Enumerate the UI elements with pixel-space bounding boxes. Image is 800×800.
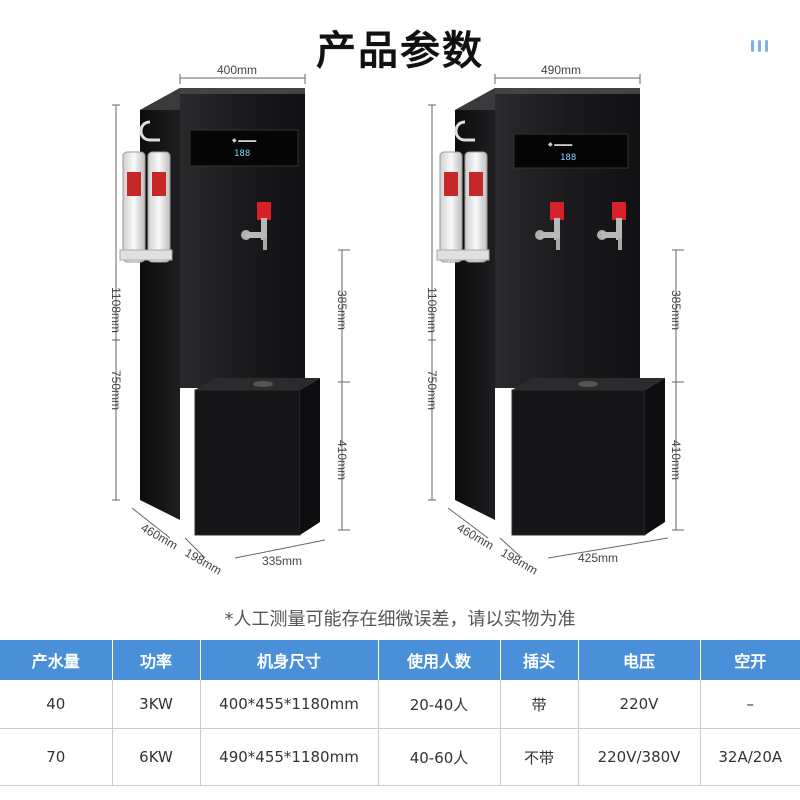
left-height-total: 1108mm xyxy=(109,287,123,333)
table-cell: 20-40人 xyxy=(378,680,501,729)
right-width-label: 490mm xyxy=(541,63,581,77)
table-cell: 6KW xyxy=(112,728,201,786)
table-header: 电压 xyxy=(578,640,701,680)
table-header: 功率 xyxy=(112,640,201,680)
left-filter-icon xyxy=(119,120,173,263)
right-tap-icon-2 xyxy=(597,202,626,250)
left-cabinet-depth: 198mm xyxy=(183,545,225,577)
left-width-label: 400mm xyxy=(217,63,257,77)
left-tap-height: 385mm xyxy=(335,290,349,330)
table-cell: 40 xyxy=(0,680,113,729)
right-height-total: 1108mm xyxy=(425,287,439,333)
table-cell: – xyxy=(700,680,800,729)
svg-text:188: 188 xyxy=(234,149,250,159)
right-cabinet xyxy=(511,389,646,536)
table-header: 空开 xyxy=(700,640,800,680)
product-diagram: ◆ ▬▬▬ 188 400mm 1108 xyxy=(0,60,800,600)
table-cell: 不带 xyxy=(500,728,579,786)
left-display xyxy=(189,129,299,167)
table-cell: 3KW xyxy=(112,680,201,729)
table-header-row: 产水量 功率 机身尺寸 使用人数 插头 电压 空开 xyxy=(0,640,800,680)
right-cabinet-width: 425mm xyxy=(578,551,618,565)
right-depth: 460mm xyxy=(455,520,497,552)
left-tap-icon xyxy=(241,202,271,250)
right-display xyxy=(513,133,629,169)
left-cabinet xyxy=(194,389,301,536)
measurement-note: *人工测量可能存在细微误差，请以实物为准 xyxy=(224,609,576,630)
table-cell: 70 xyxy=(0,728,113,786)
table-cell: 400*455*1180mm xyxy=(200,680,379,729)
svg-text:◆ ▬▬▬: ◆ ▬▬▬ xyxy=(548,142,572,148)
left-depth: 460mm xyxy=(139,520,181,552)
right-height-lower: 750mm xyxy=(425,370,439,410)
spec-table: 产水量 功率 机身尺寸 使用人数 插头 电压 空开 40 3KW 400*455… xyxy=(0,640,800,786)
right-filter-icon xyxy=(436,120,490,263)
left-unit: ◆ ▬▬▬ 188 400mm 1108 xyxy=(109,63,350,578)
right-cabinet-height: 410mm xyxy=(669,440,683,480)
table-cell: 220V/380V xyxy=(578,728,701,786)
table-cell: 32A/20A xyxy=(700,728,800,786)
svg-text:188: 188 xyxy=(560,153,576,163)
table-cell: 40-60人 xyxy=(378,728,501,786)
table-cell: 带 xyxy=(500,680,579,729)
table-header: 机身尺寸 xyxy=(200,640,379,680)
decorative-bars xyxy=(751,40,768,52)
table-cell: 220V xyxy=(578,680,701,729)
left-cabinet-width: 335mm xyxy=(262,554,302,568)
right-unit: ◆ ▬▬▬ 188 490mm xyxy=(425,63,684,578)
svg-text:◆ ▬▬▬: ◆ ▬▬▬ xyxy=(232,138,256,144)
right-cabinet-depth: 198mm xyxy=(499,545,541,577)
table-row: 70 6KW 490*455*1180mm 40-60人 不带 220V/380… xyxy=(0,728,800,786)
page-title: 产品参数 xyxy=(316,28,484,74)
table-header: 插头 xyxy=(500,640,579,680)
left-height-lower: 750mm xyxy=(109,370,123,410)
right-tap-icon-1 xyxy=(535,202,564,250)
left-cabinet-height: 410mm xyxy=(335,440,349,480)
table-header: 使用人数 xyxy=(378,640,501,680)
table-cell: 490*455*1180mm xyxy=(200,728,379,786)
right-tap-height: 385mm xyxy=(669,290,683,330)
table-row: 40 3KW 400*455*1180mm 20-40人 带 220V – xyxy=(0,680,800,729)
table-header: 产水量 xyxy=(0,640,113,680)
